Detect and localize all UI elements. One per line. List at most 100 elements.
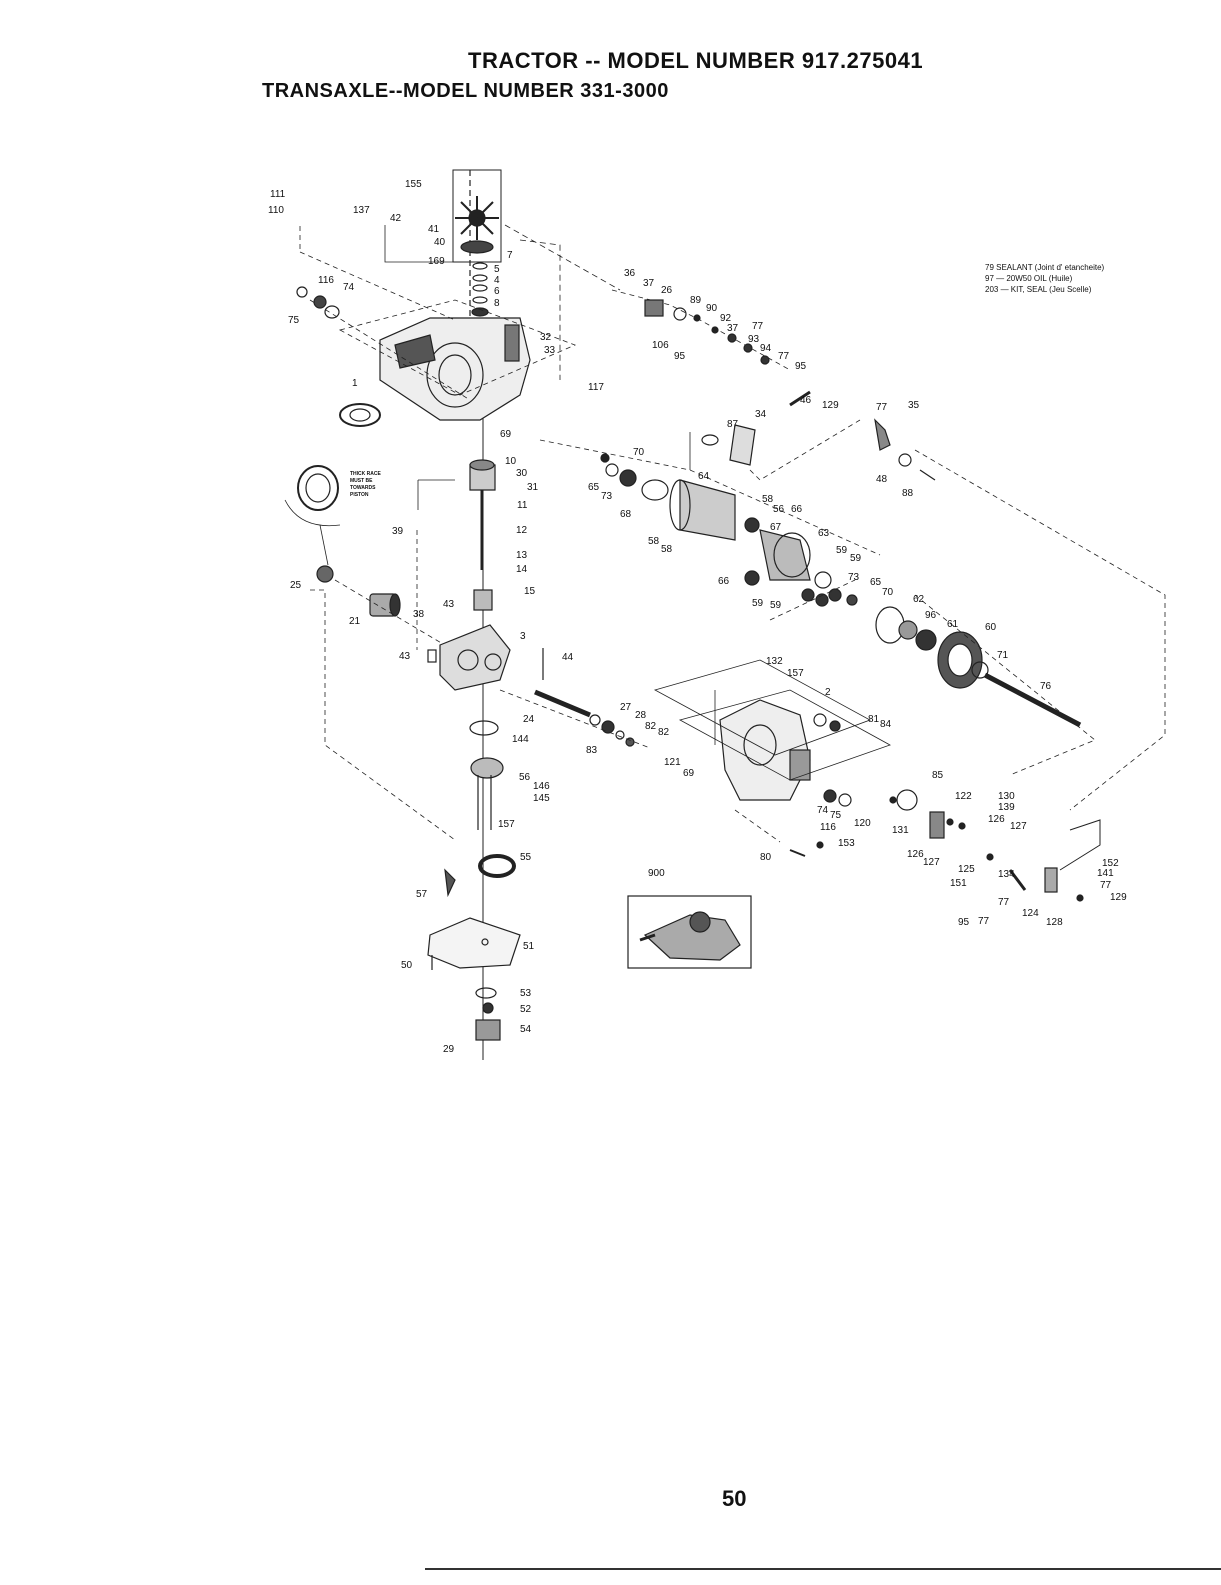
footer-divider — [425, 1568, 1221, 1570]
svg-text:50: 50 — [401, 960, 413, 971]
svg-text:127: 127 — [1010, 821, 1027, 832]
svg-text:67: 67 — [770, 522, 782, 533]
svg-text:37: 37 — [727, 323, 739, 334]
svg-text:66: 66 — [718, 576, 730, 587]
svg-text:55: 55 — [520, 852, 532, 863]
svg-text:57: 57 — [416, 889, 428, 900]
parts-legend: 79 SEALANT (Joint d' etancheite) 97 — 20… — [985, 262, 1104, 295]
svg-text:152: 152 — [1102, 858, 1119, 869]
svg-text:141: 141 — [1097, 868, 1114, 879]
legend-line-sealant: 79 SEALANT (Joint d' etancheite) — [985, 263, 1105, 272]
svg-text:146: 146 — [533, 781, 550, 792]
svg-text:131: 131 — [892, 825, 909, 836]
svg-text:157: 157 — [498, 819, 515, 830]
svg-text:169: 169 — [428, 256, 445, 267]
svg-text:82: 82 — [645, 721, 657, 732]
svg-text:90: 90 — [706, 303, 718, 314]
svg-text:52: 52 — [520, 1004, 532, 1015]
svg-text:62: 62 — [913, 594, 925, 605]
fan-part — [455, 196, 499, 240]
part-callouts: 111 110 155 137 42 41 40 169 7 5 4 6 8 1… — [268, 179, 1127, 1055]
svg-text:116: 116 — [318, 275, 334, 286]
svg-text:82: 82 — [658, 727, 670, 738]
svg-text:63: 63 — [818, 528, 830, 539]
svg-text:59: 59 — [836, 545, 848, 556]
brake-drum — [669, 479, 736, 541]
svg-text:31: 31 — [527, 482, 539, 493]
svg-text:65: 65 — [870, 577, 882, 588]
motor-part — [369, 593, 401, 617]
svg-text:75: 75 — [830, 810, 842, 821]
svg-text:30: 30 — [516, 468, 528, 479]
svg-text:157: 157 — [787, 668, 804, 679]
svg-text:MUST BE: MUST BE — [350, 478, 373, 484]
svg-text:7: 7 — [507, 250, 513, 261]
svg-text:122: 122 — [955, 791, 972, 802]
svg-text:151: 151 — [950, 878, 967, 889]
svg-text:77: 77 — [778, 351, 790, 362]
svg-text:59: 59 — [850, 553, 862, 564]
svg-text:69: 69 — [500, 429, 512, 440]
svg-text:4: 4 — [494, 275, 500, 286]
svg-text:10: 10 — [505, 456, 517, 467]
svg-text:1: 1 — [352, 378, 358, 389]
svg-text:37: 37 — [643, 278, 655, 289]
legend-line-oil: 97 — 20W50 OIL (Huile) — [985, 274, 1073, 283]
svg-text:61: 61 — [947, 619, 959, 630]
svg-text:106: 106 — [652, 340, 669, 351]
svg-text:126: 126 — [907, 849, 924, 860]
svg-text:81: 81 — [868, 714, 880, 725]
svg-text:58: 58 — [762, 494, 774, 505]
page-title: TRACTOR -- MODEL NUMBER 917.275041 — [468, 48, 924, 73]
svg-text:89: 89 — [690, 295, 702, 306]
svg-text:2: 2 — [825, 687, 831, 698]
svg-text:85: 85 — [932, 770, 944, 781]
page-subtitle: TRANSAXLE--MODEL NUMBER 331-3000 — [262, 80, 669, 102]
legend-line-seal-kit: 203 — KIT, SEAL (Jeu Scelle) — [985, 285, 1092, 294]
svg-text:145: 145 — [533, 793, 550, 804]
svg-text:6: 6 — [494, 286, 500, 297]
svg-text:77: 77 — [978, 916, 990, 927]
svg-text:42: 42 — [390, 213, 402, 224]
svg-text:60: 60 — [985, 622, 997, 633]
svg-text:88: 88 — [902, 488, 914, 499]
svg-text:127: 127 — [923, 857, 940, 868]
svg-text:134: 134 — [998, 869, 1015, 880]
svg-text:153: 153 — [838, 838, 855, 849]
svg-text:32: 32 — [540, 332, 552, 343]
bearing-note: THICK RACE MUST BE TOWARDS PISTON — [350, 471, 381, 498]
svg-text:56: 56 — [773, 504, 785, 515]
svg-text:94: 94 — [760, 343, 772, 354]
svg-text:68: 68 — [620, 509, 632, 520]
svg-text:70: 70 — [633, 447, 645, 458]
page-number: 50 — [722, 1486, 747, 1511]
svg-text:144: 144 — [512, 734, 529, 745]
svg-text:121: 121 — [664, 757, 681, 768]
svg-text:92: 92 — [720, 313, 732, 324]
inset-assembly — [627, 895, 752, 969]
svg-text:66: 66 — [791, 504, 803, 515]
svg-text:83: 83 — [586, 745, 598, 756]
svg-text:71: 71 — [997, 650, 1009, 661]
svg-text:110: 110 — [268, 205, 284, 216]
svg-text:PISTON: PISTON — [350, 492, 369, 498]
svg-text:40: 40 — [434, 237, 446, 248]
svg-text:76: 76 — [1040, 681, 1052, 692]
svg-text:77: 77 — [1100, 880, 1112, 891]
svg-text:64: 64 — [698, 471, 710, 482]
svg-text:15: 15 — [524, 586, 536, 597]
svg-text:129: 129 — [822, 400, 839, 411]
svg-text:8: 8 — [494, 298, 500, 309]
svg-text:28: 28 — [635, 710, 647, 721]
svg-text:111: 111 — [270, 189, 286, 200]
svg-text:73: 73 — [848, 572, 860, 583]
svg-text:84: 84 — [880, 719, 892, 730]
svg-text:95: 95 — [795, 361, 807, 372]
svg-text:77: 77 — [998, 897, 1010, 908]
svg-text:73: 73 — [601, 491, 613, 502]
svg-text:3: 3 — [520, 631, 526, 642]
svg-text:34: 34 — [755, 409, 767, 420]
svg-text:117: 117 — [588, 382, 604, 393]
svg-text:51: 51 — [523, 941, 535, 952]
svg-text:41: 41 — [428, 224, 440, 235]
